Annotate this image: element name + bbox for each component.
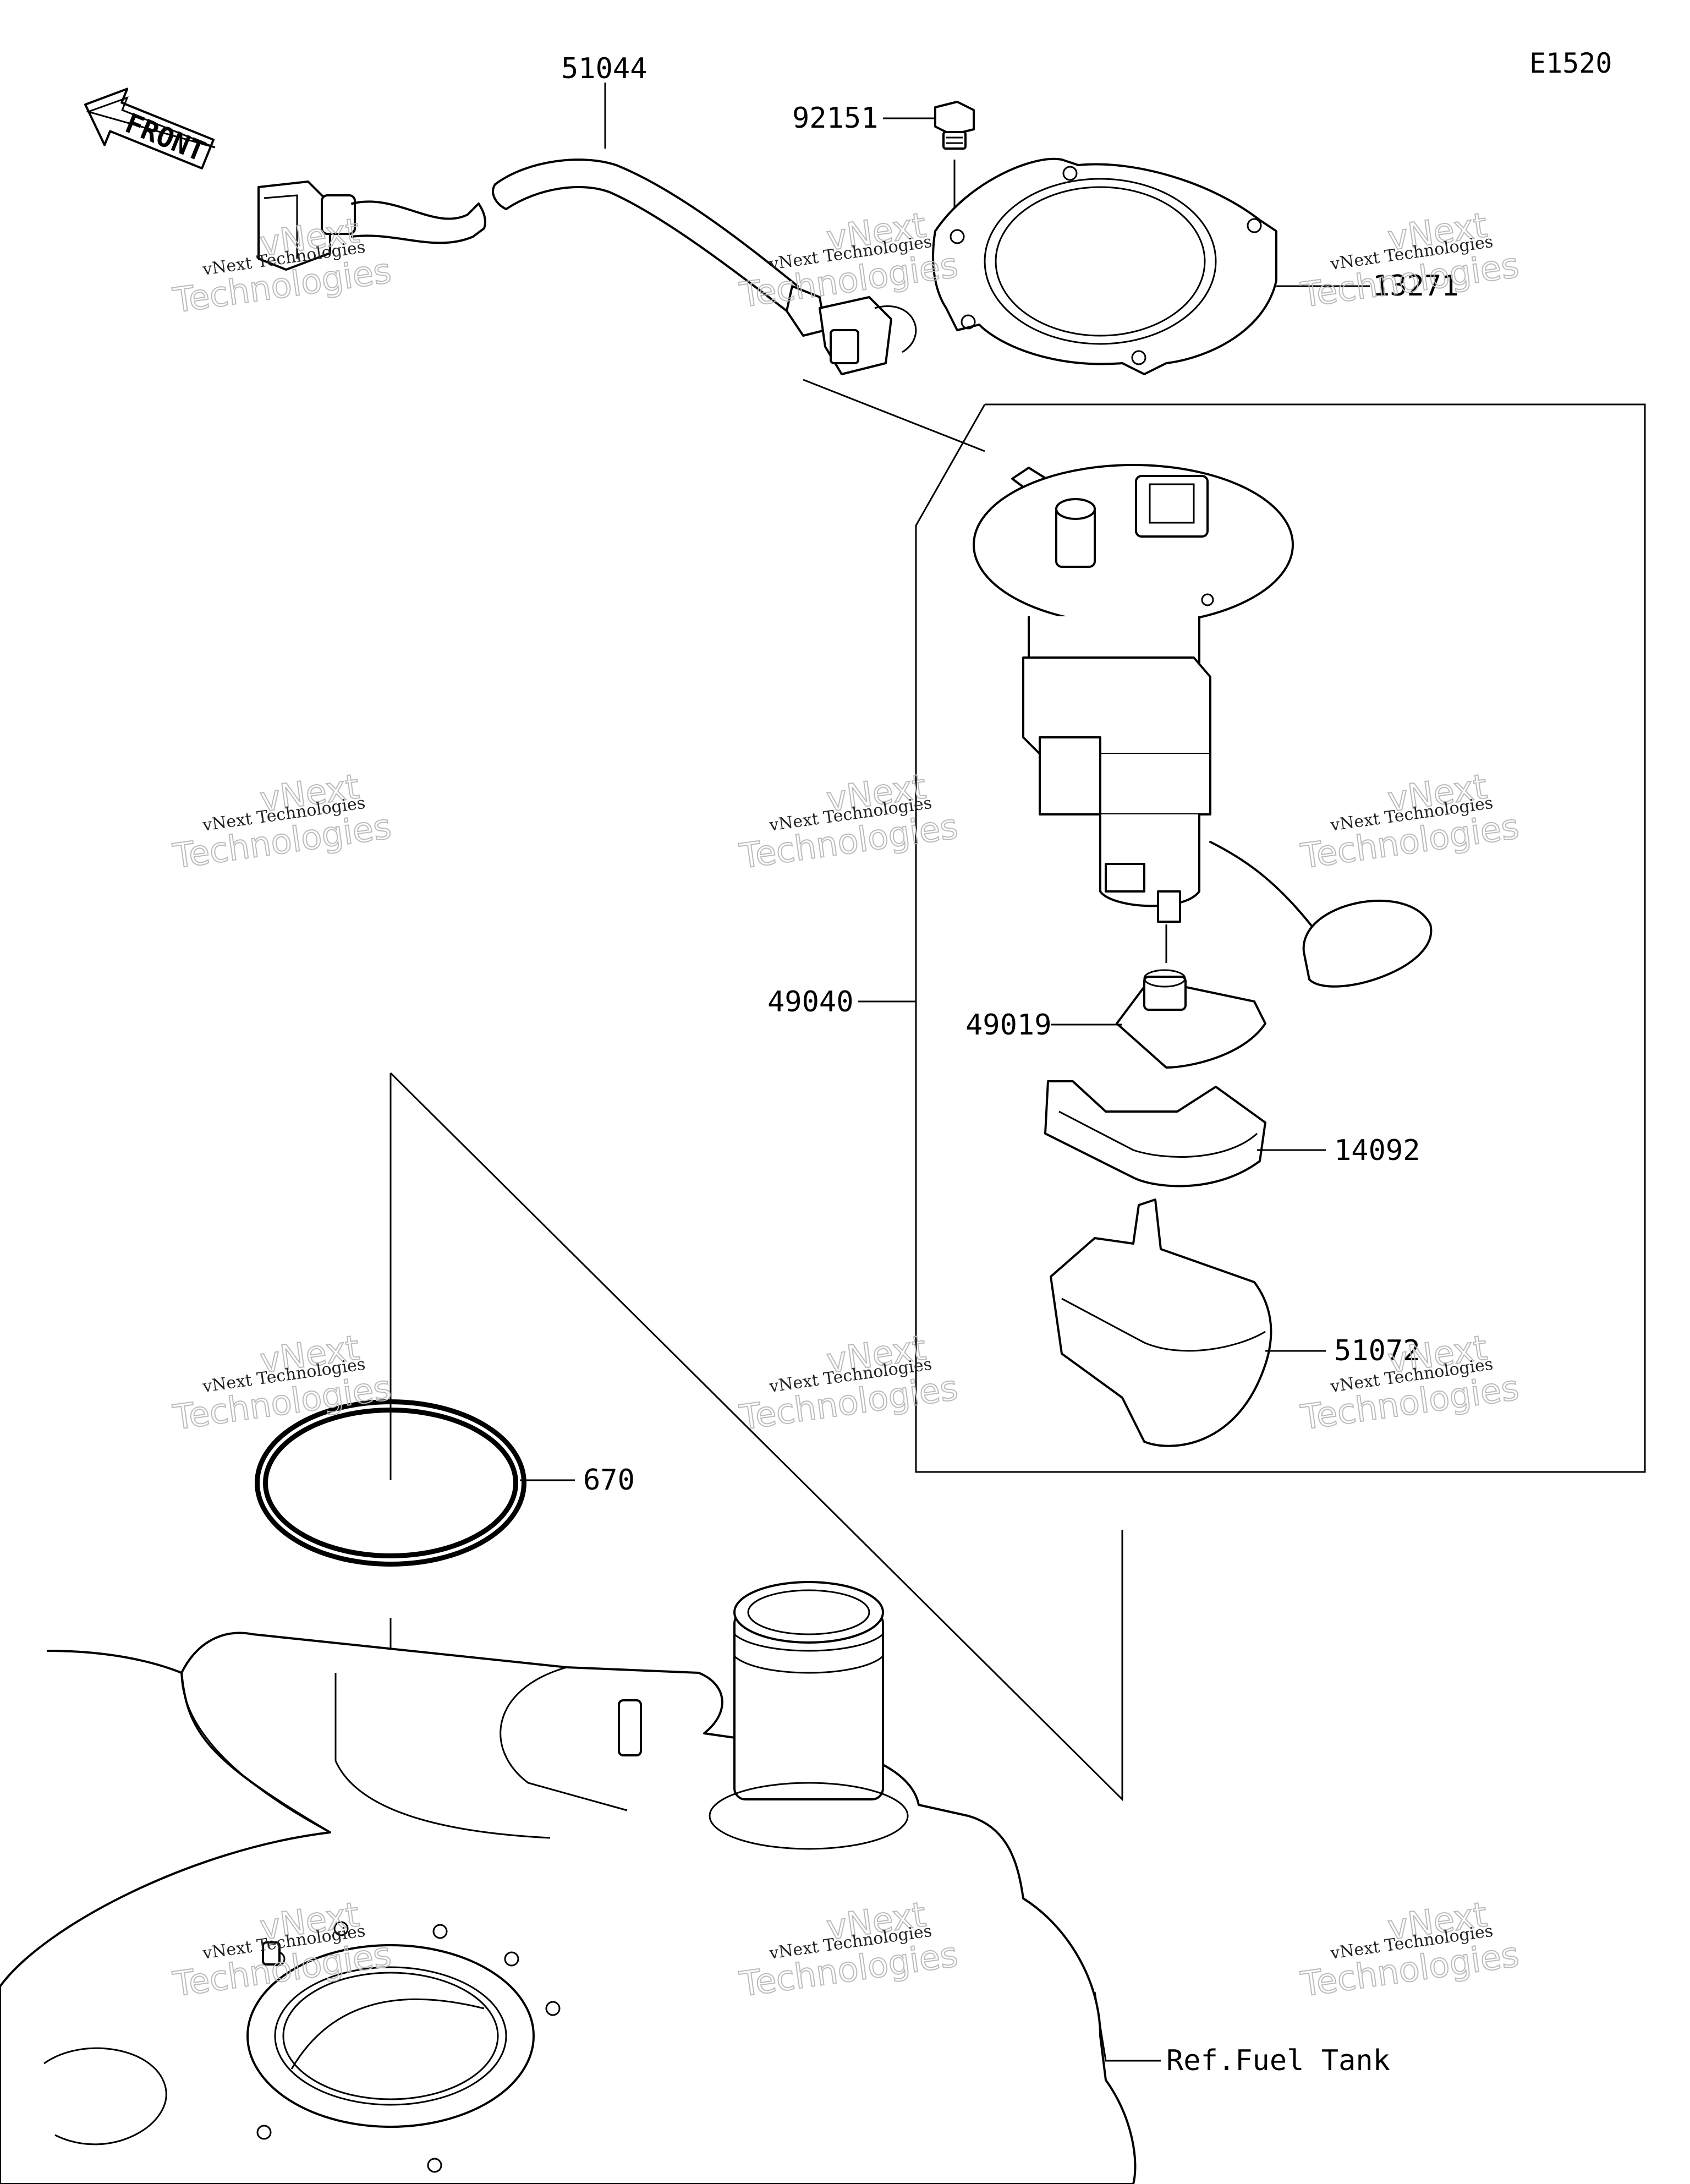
part-number-92151: 92151: [792, 102, 879, 135]
front-arrow-icon: FRONT: [84, 87, 216, 169]
holder-14092: [1044, 1080, 1266, 1187]
assembly-box-49040: [915, 403, 1646, 1473]
part-number-14092: 14092: [1334, 1134, 1420, 1167]
watermark-11: Technologies vNext vNext Technologies: [737, 1893, 961, 2005]
front-arrow-label: FRONT: [121, 107, 210, 168]
watermark-6: Technologies vNext vNext Technologies: [1298, 765, 1522, 877]
watermark-5: Technologies vNext vNext Technologies: [737, 765, 961, 877]
part-number-670: 670: [583, 1464, 635, 1497]
filter-49019: [1116, 969, 1266, 1069]
part-number-13271: 13271: [1373, 270, 1459, 303]
watermark-12: Technologies vNext vNext Technologies: [1298, 1893, 1522, 2005]
gasket-plate-13271: [932, 157, 1277, 375]
part-number-51072: 51072: [1334, 1334, 1420, 1367]
fuel-pump-assembly: [803, 379, 1433, 988]
watermark-9: Technologies vNext vNext Technologies: [1298, 1327, 1522, 1438]
watermark-3: Technologies vNext vNext Technologies: [1298, 204, 1522, 316]
leader-fuel-tank: [1094, 1991, 1161, 2062]
part-number-49040: 49040: [767, 986, 854, 1019]
part-number-49019: 49019: [965, 1009, 1052, 1042]
watermark-2: Technologies vNext vNext Technologies: [737, 204, 961, 316]
watermark-8: Technologies vNext vNext Technologies: [737, 1327, 961, 1438]
cover-51072: [1050, 1198, 1272, 1447]
watermark-1: Technologies vNext vNext Technologies: [170, 210, 394, 321]
assembly-line-pump: [389, 1072, 1123, 1802]
watermark-4: Technologies vNext vNext Technologies: [170, 765, 394, 877]
part-number-51044: 51044: [561, 52, 648, 85]
fuel-tank: [0, 1581, 1137, 2184]
reference-label: Ref.Fuel Tank: [1166, 2044, 1390, 2077]
watermark-7: Technologies vNext vNext Technologies: [170, 1327, 394, 1438]
fuel-hose-51044: [257, 158, 917, 375]
diagram-id: E1520: [1529, 47, 1612, 79]
